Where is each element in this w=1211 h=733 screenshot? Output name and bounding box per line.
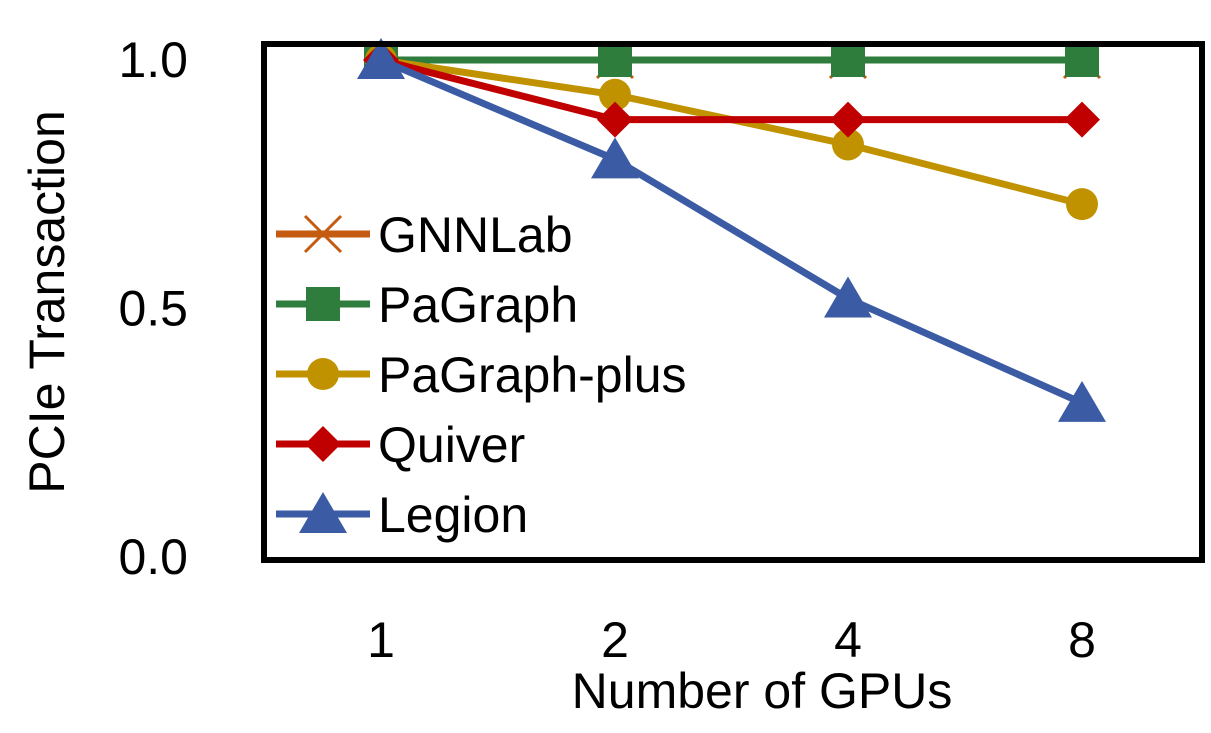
series-line-quiver [377,56,1086,124]
legend-item-quiver: Quiver [276,417,525,473]
data-point-pagraph [1065,43,1099,77]
series-quiver [363,42,1100,138]
series-layer [357,38,1106,422]
legend-label-legion: Legion [378,487,528,543]
x-tick-labels: 1 2 4 8 [367,612,1096,668]
legend-marker-gnnlab [303,214,343,254]
data-point-legion [591,137,639,179]
y-tick-label: 1.0 [118,32,188,88]
legend-label-pagraph: PaGraph [378,277,578,333]
legend-label-gnnlab: GNNLab [378,207,573,263]
y-tick-label: 0.0 [118,529,188,585]
legend-marker-pagraph-plus [307,358,339,390]
data-point-pagraph-plus [832,128,864,161]
data-point-pagraph [598,43,632,77]
legend-marker-pagraph [306,287,340,321]
x-axis-title: Number of GPUs [572,663,953,719]
legend-label-pagraph-plus: PaGraph-plus [378,347,687,403]
y-axis-title: PCIe Transaction [19,110,75,494]
series-line-pagraph-plus [377,56,1086,208]
legend-label-quiver: Quiver [378,417,525,473]
plot-frame [261,41,1205,563]
data-point-legion [1058,380,1106,422]
legend-item-gnnlab: GNNLab [276,207,573,263]
series-pagraph-plus [365,44,1098,221]
y-tick-label: 0.5 [118,281,188,337]
data-point-pagraph [831,43,865,77]
series-legion [357,38,1106,422]
data-point-pagraph-plus [599,78,631,111]
data-point-quiver [1064,101,1100,138]
data-point-legion [357,38,405,79]
x-tick-label: 1 [367,612,395,668]
legend-item-pagraph-plus: PaGraph-plus [276,347,687,403]
data-point-quiver [597,101,633,138]
x-tick-label: 8 [1068,612,1096,668]
data-point-quiver [830,101,866,138]
x-tick-label: 2 [601,612,629,668]
y-tick-labels: 0.0 0.5 1.0 [118,32,188,585]
data-point-pagraph-plus [1066,188,1098,221]
legend-item-pagraph: PaGraph [276,277,578,333]
legend-marker-quiver [305,426,341,462]
series-line-legion [377,56,1086,407]
x-tick-label: 4 [834,612,862,668]
legend-item-legion: Legion [276,487,528,543]
data-point-legion [824,276,872,318]
legend-marker-legion [299,492,347,533]
